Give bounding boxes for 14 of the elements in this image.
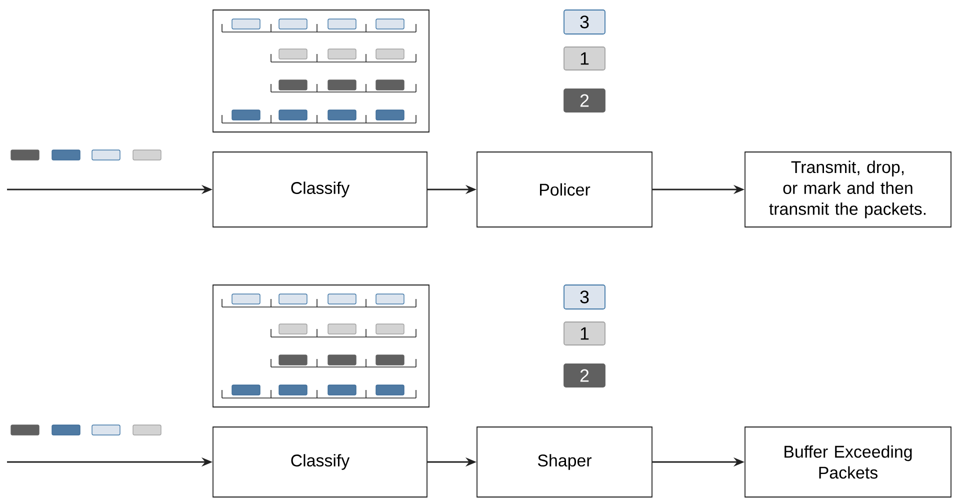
queue-box — [212, 284, 430, 408]
process-box: Policer — [476, 152, 652, 228]
number-badge: 1 — [564, 322, 606, 346]
queue-box — [212, 10, 430, 132]
process-box: Classify — [212, 426, 428, 498]
process-box: Shaper — [476, 426, 652, 498]
process-box: Buffer Exceeding Packets — [744, 426, 952, 498]
process-box: Classify — [212, 152, 428, 228]
number-badge: 3 — [564, 284, 606, 310]
number-badge: 3 — [564, 10, 606, 34]
number-badge: 1 — [564, 46, 606, 70]
number-badge: 2 — [564, 364, 606, 388]
process-box: Transmit, drop, or mark and then transmit the packets. — [744, 152, 952, 228]
number-badge: 2 — [564, 88, 606, 112]
